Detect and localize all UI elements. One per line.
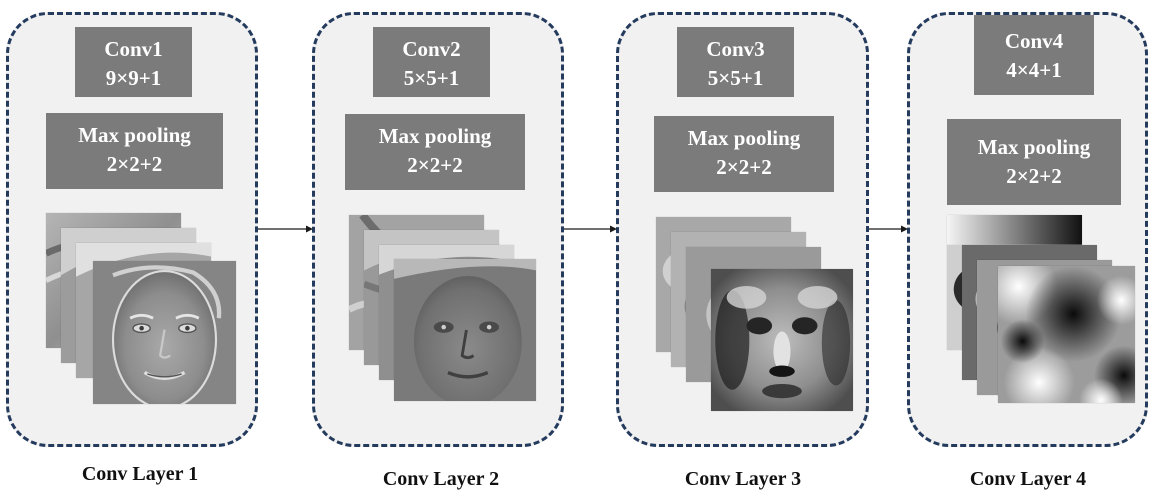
- pool4-spec: 2×2+2: [1006, 164, 1062, 188]
- pool2-box: Max pooling 2×2+2: [345, 114, 525, 190]
- feature-map-stack-4: [947, 215, 1137, 415]
- conv2-box: Conv2 5×5+1: [373, 27, 490, 97]
- pool1-spec: 2×2+2: [106, 152, 163, 176]
- feature-map-4d: [998, 266, 1135, 403]
- feature-map-stack-1: [46, 213, 236, 413]
- conv2-title: Conv2: [402, 37, 461, 61]
- pool2-spec: 2×2+2: [407, 153, 463, 177]
- caption-layer-3: Conv Layer 3: [684, 468, 802, 490]
- conv-layer-2-panel: Conv2 5×5+1 Max pooling 2×2+2: [312, 12, 564, 447]
- conv3-box: Conv3 5×5+1: [677, 27, 794, 97]
- feature-map-stack-2: [349, 215, 539, 415]
- conv1-box: Conv1 9×9+1: [75, 27, 192, 97]
- conv4-title: Conv4: [1004, 29, 1064, 53]
- pool4-box: Max pooling 2×2+2: [947, 119, 1121, 205]
- pool1-box: Max pooling 2×2+2: [46, 113, 223, 189]
- conv1-spec: 9×9+1: [105, 66, 162, 90]
- pool3-spec: 2×2+2: [716, 155, 772, 179]
- arrow-layer3-to-layer4: [869, 224, 909, 234]
- arrow-layer1-to-layer2: [258, 224, 314, 234]
- conv4-spec: 4×4+1: [1006, 58, 1062, 82]
- conv3-title: Conv3: [706, 37, 765, 61]
- feature-map-1d-face: [93, 261, 236, 404]
- caption-layer-1: Conv Layer 1: [81, 463, 199, 485]
- conv2-spec: 5×5+1: [403, 66, 460, 90]
- conv-layer-3-panel: Conv3 5×5+1 Max pooling 2×2+2: [616, 12, 869, 447]
- pool4-title: Max pooling: [977, 135, 1091, 159]
- conv4-box: Conv4 4×4+1: [974, 15, 1094, 95]
- conv3-spec: 5×5+1: [707, 66, 764, 90]
- feature-map-3d-face: [711, 269, 853, 411]
- conv-layer-1-panel: Conv1 9×9+1 Max pooling 2×2+2: [6, 12, 258, 447]
- feature-map-stack-3: [656, 217, 853, 417]
- pool2-title: Max pooling: [378, 124, 492, 148]
- pool1-title: Max pooling: [78, 123, 191, 147]
- arrow-layer2-to-layer3: [564, 224, 618, 234]
- conv-layer-4-panel: Conv4 4×4+1 Max pooling 2×2+2: [907, 12, 1148, 447]
- pool3-box: Max pooling 2×2+2: [654, 116, 834, 192]
- pool3-title: Max pooling: [687, 126, 801, 150]
- conv1-title: Conv1: [104, 37, 163, 61]
- feature-map-2d-face: [394, 259, 536, 401]
- caption-layer-4: Conv Layer 4: [969, 468, 1087, 490]
- caption-layer-2: Conv Layer 2: [382, 468, 500, 490]
